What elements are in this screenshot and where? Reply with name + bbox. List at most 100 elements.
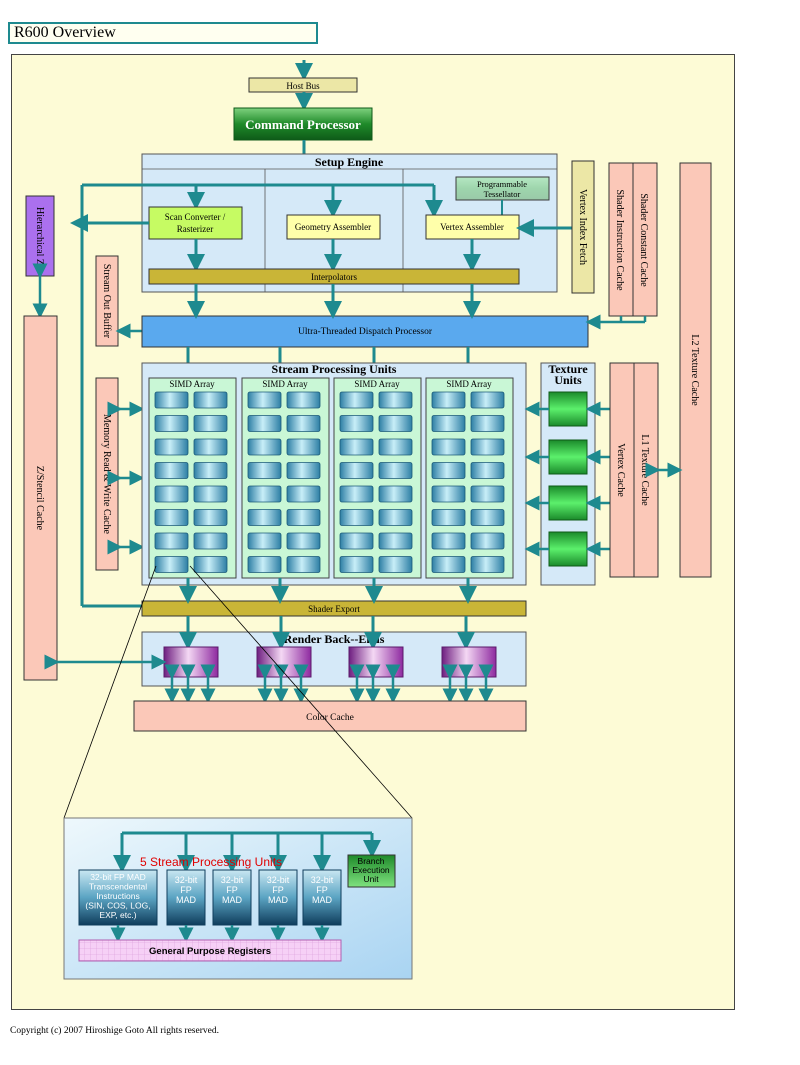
transcendental-line: 32-bit FP MAD xyxy=(90,872,146,882)
texture-units-label-1: Texture xyxy=(548,362,588,376)
command-processor-label: Command Processor xyxy=(245,117,361,132)
alu-cell xyxy=(154,415,189,432)
render-backend-3 xyxy=(348,646,404,678)
alu-cell xyxy=(378,485,413,503)
alu-cell xyxy=(154,532,189,550)
alu-cell xyxy=(286,556,321,573)
fp-mad-line: MAD xyxy=(176,895,197,905)
alu-cell xyxy=(339,462,374,479)
alu-cell xyxy=(339,509,374,526)
shader-export-label: Shader Export xyxy=(308,604,360,614)
alu-cell xyxy=(378,532,413,550)
geometry-assembler-box xyxy=(286,214,381,240)
texture-units-label-2: Units xyxy=(554,373,582,387)
alu-cell xyxy=(247,438,282,456)
alu-cell xyxy=(154,556,189,573)
alu-cell xyxy=(286,485,321,503)
alu-cell xyxy=(470,391,505,409)
alu-cell xyxy=(470,485,505,503)
transcendental-line: Transcendental xyxy=(89,882,147,892)
alu-cell xyxy=(247,391,282,409)
texture-unit-2 xyxy=(548,439,588,475)
hierarchical-z-label: Hierarchical Z xyxy=(34,207,45,265)
stream-out-buffer-label: Stream Out Buffer xyxy=(101,264,112,339)
alu-cell xyxy=(193,556,228,573)
alu-cell xyxy=(247,556,282,573)
alu-cell xyxy=(431,462,466,479)
color-cache-box xyxy=(133,700,527,732)
alu-cell xyxy=(339,415,374,432)
alu-cell xyxy=(431,415,466,432)
alu-cell xyxy=(431,532,466,550)
texture-unit-3 xyxy=(548,485,588,521)
shader-constant-cache-label: Shader Constant Cache xyxy=(638,193,649,287)
alu-cell xyxy=(378,415,413,432)
alu-cell xyxy=(378,556,413,573)
branch-line: Unit xyxy=(363,874,379,884)
alu-cell xyxy=(193,415,228,432)
alu-cell xyxy=(339,532,374,550)
alu-cell xyxy=(339,556,374,573)
fp-mad-line: 32-bit xyxy=(221,875,244,885)
dispatch-processor-label: Ultra-Threaded Dispatch Processor xyxy=(298,327,433,337)
transcendental-line: EXP, etc.) xyxy=(99,910,136,920)
alu-cell xyxy=(470,556,505,573)
alu-cell xyxy=(431,391,466,409)
alu-cell xyxy=(193,462,228,479)
alu-cell xyxy=(286,532,321,550)
fp-mad-unit-3 xyxy=(258,869,298,926)
general-purpose-registers-box xyxy=(78,939,342,962)
alu-cell xyxy=(470,462,505,479)
fp-mad-unit-2 xyxy=(212,869,252,926)
tessellator-label-1: Programmable xyxy=(477,179,527,189)
alu-cell xyxy=(154,438,189,456)
copyright-notice: Copyright (c) 2007 Hiroshige Goto All ri… xyxy=(10,1026,219,1036)
vertex-index-fetch-box xyxy=(571,160,595,294)
alu-cell xyxy=(470,438,505,456)
color-cache-label: Color Cache xyxy=(306,713,354,723)
command-processor-box xyxy=(233,107,373,141)
transcendental-unit-label: 32-bit FP MADTranscendentalInstructions(… xyxy=(85,872,150,920)
host-bus-label: Host Bus xyxy=(286,81,320,91)
fp-mad-line: FP xyxy=(226,885,238,895)
alu-cell xyxy=(378,462,413,479)
texture-unit-blocks xyxy=(524,391,610,567)
vertex-assembler-label: Vertex Assembler xyxy=(440,222,504,232)
detail-heading: 5 Stream Processing Units xyxy=(140,855,282,869)
alu-cell xyxy=(193,438,228,456)
alu-cell xyxy=(470,415,505,432)
hierarchical-z-box xyxy=(25,195,55,277)
fp-mad-line: 32-bit xyxy=(311,875,334,885)
fp-mad-line: 32-bit xyxy=(175,875,198,885)
fp-mad-line: MAD xyxy=(312,895,333,905)
alu-cell xyxy=(193,509,228,526)
alu-cell xyxy=(154,391,189,409)
alu-cell xyxy=(378,391,413,409)
alu-cell xyxy=(286,415,321,432)
geometry-assembler-label: Geometry Assembler xyxy=(295,222,371,232)
fp-mad-line: FP xyxy=(316,885,328,895)
vertex-cache-label: Vertex Cache xyxy=(615,443,626,497)
vertex-index-fetch-label: Vertex Index Fetch xyxy=(577,189,588,265)
scan-converter-label-1: Scan Converter / xyxy=(165,212,226,222)
memory-rw-cache-label: Memory Read & Write Cache xyxy=(101,414,112,534)
alu-cell xyxy=(470,509,505,526)
alu-cell xyxy=(154,485,189,503)
fp-mad-line: FP xyxy=(180,885,192,895)
transcendental-unit-box xyxy=(78,869,158,926)
alu-cell xyxy=(339,485,374,503)
texture-unit-1 xyxy=(548,391,588,427)
general-purpose-registers-label: General Purpose Registers xyxy=(149,946,271,957)
branch-line: Execution xyxy=(352,865,390,875)
texture-unit-4 xyxy=(548,531,588,567)
fp-mad-line: MAD xyxy=(268,895,289,905)
fp-mad-line: 32-bit xyxy=(267,875,290,885)
alu-cell xyxy=(470,532,505,550)
fp-mad-unit-4 xyxy=(302,869,342,926)
l2-texture-cache-box xyxy=(679,162,712,578)
l2-texture-cache-label: L2 Texture Cache xyxy=(689,334,700,406)
render-backends-label: Render Back--Ends xyxy=(284,632,385,646)
stream-out-buffer-box xyxy=(95,255,119,347)
shader-instruction-cache-label: Shader Instruction Cache xyxy=(614,189,625,291)
